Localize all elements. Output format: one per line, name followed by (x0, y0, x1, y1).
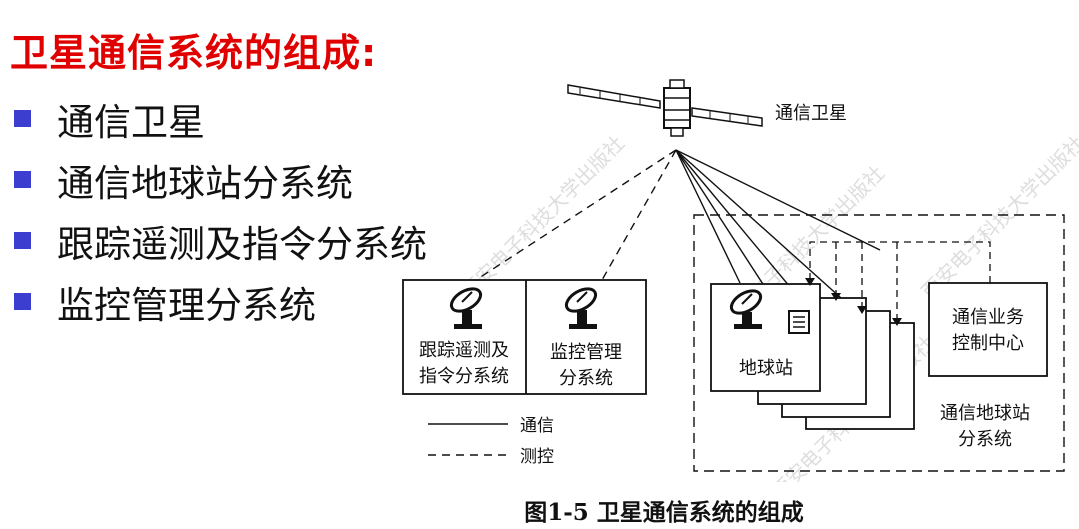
satellite-system-diagram: 西安电子科技大学出版社 西安电子科技大学出版社 西安电子科技大学出版社 西安电子… (402, 79, 1079, 482)
bullet-text: 通信地球站分系统 (57, 161, 353, 205)
equipment-rack-icon (788, 310, 810, 334)
satellite-label: 通信卫星 (775, 103, 847, 124)
tracking-box-label-line2: 指令分系统 (419, 366, 509, 387)
bullet-square-icon (14, 293, 31, 310)
legend: 通信 测控 (428, 416, 554, 467)
bullet-text: 跟踪遥测及指令分系统 (57, 222, 427, 266)
monitor-box-label-line2: 分系统 (559, 368, 613, 389)
control-center-label-line2: 控制中心 (952, 333, 1024, 354)
bullet-item: 跟踪遥测及指令分系统 (8, 210, 427, 271)
subsystem-label-line1: 通信地球站 (940, 403, 1030, 424)
svg-text:西安电子科技大学出版社: 西安电子科技大学出版社 (917, 131, 1079, 304)
control-center-box (928, 282, 1048, 377)
earth-station-label: 地球站 (739, 358, 793, 379)
bullet-text: 通信卫星 (57, 100, 205, 144)
earth-station-stack (710, 283, 915, 430)
bullet-square-icon (14, 171, 31, 188)
dish-antenna-icon (729, 289, 763, 329)
bullet-item: 监控管理分系统 (8, 271, 427, 332)
ttc-monitor-box (402, 279, 647, 395)
communication-links (675, 149, 881, 316)
control-center-label-line1: 通信业务 (952, 307, 1024, 328)
slide-title: 卫星通信系统的组成: (10, 31, 378, 75)
figure-caption: 图1-5 卫星通信系统的组成 (524, 499, 804, 526)
monitor-box-label-line1: 监控管理 (550, 342, 622, 363)
legend-dashed-label: 测控 (520, 447, 554, 467)
dish-antenna-icon (449, 287, 483, 329)
arrowheads (805, 278, 902, 326)
bullet-item: 通信地球站分系统 (8, 149, 427, 210)
dish-antenna-icon (564, 287, 598, 329)
legend-solid-label: 通信 (520, 416, 554, 436)
satellite-icon (567, 79, 763, 137)
bullet-item: 通信卫星 (8, 88, 427, 149)
bullet-square-icon (14, 232, 31, 249)
subsystem-label-line2: 分系统 (958, 429, 1012, 450)
bullet-list: 通信卫星 通信地球站分系统 跟踪遥测及指令分系统 监控管理分系统 (8, 88, 427, 332)
control-center-links (809, 241, 991, 323)
tracking-box-label-line1: 跟踪遥测及 (419, 340, 509, 361)
bullet-square-icon (14, 110, 31, 127)
bullet-text: 监控管理分系统 (57, 283, 316, 327)
earth-station-box (710, 283, 821, 392)
earth-station-subsystem-border (693, 214, 1065, 472)
control-links (475, 149, 677, 281)
